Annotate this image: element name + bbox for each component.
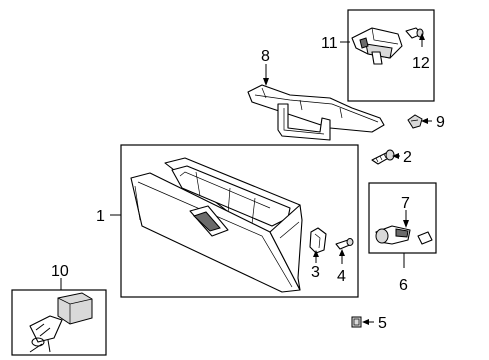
latch-kit-frame [347,9,435,102]
bracket-drawing [247,84,385,141]
callout-9: 9 [436,114,445,131]
callout-1: 1 [96,208,105,225]
callout-12: 12 [412,55,430,72]
latch-drawing [351,27,403,65]
nut-drawing [351,316,362,328]
callout-4: 4 [337,268,346,285]
lock-cylinder-frame [368,182,437,254]
lock-cylinder-drawing [375,225,433,245]
glove-box-assembly-frame [120,144,359,298]
screw-drawing [371,149,395,165]
callout-5: 5 [378,315,387,332]
callout-11: 11 [321,35,338,52]
stopper-drawing [335,238,354,250]
pin-drawing [405,27,424,39]
key-cylinder-drawing [29,292,93,353]
callout-7: 7 [401,195,410,212]
callout-2: 2 [403,149,412,166]
callout-3: 3 [311,264,320,281]
leader-lines [60,33,432,325]
key-cylinder-frame [11,289,107,356]
callout-10: 10 [51,263,69,280]
callout-8: 8 [261,48,270,65]
clip-drawing [407,114,423,129]
bumper-drawing [309,227,327,254]
glove-box-drawing [130,157,303,293]
callout-6: 6 [399,277,408,294]
